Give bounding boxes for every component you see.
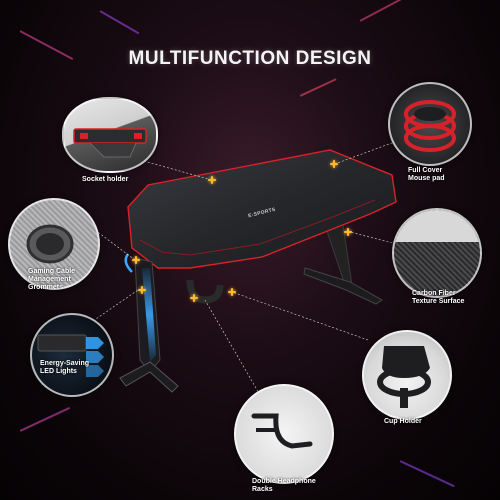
desk-leg-left bbox=[119, 253, 179, 393]
desk-top bbox=[127, 149, 397, 269]
socket-holder-badge bbox=[62, 97, 158, 173]
led-lights-label: Energy-Saving LED Lights bbox=[40, 360, 90, 375]
callout-lines bbox=[79, 139, 401, 396]
spark-marker bbox=[190, 294, 198, 302]
spark-marker bbox=[330, 160, 338, 168]
spark-marker bbox=[228, 288, 236, 296]
grommet-icon bbox=[26, 224, 74, 264]
socket-holder-label: Socket holder bbox=[82, 176, 129, 183]
mouse-pad-badge bbox=[388, 82, 472, 166]
carbon-fiber-label: Carbon Fiber Texture Surface bbox=[412, 290, 465, 305]
headphone-rack-badge bbox=[234, 384, 334, 484]
spark-marker bbox=[132, 256, 140, 264]
desk-leg-right bbox=[303, 224, 383, 305]
cable-grommet-label: Gaming Cable Management Grommets bbox=[28, 268, 76, 291]
headphone-rack-icon bbox=[251, 413, 313, 449]
cup-holder-icon bbox=[377, 346, 431, 408]
spark-marker bbox=[208, 176, 216, 184]
headphone-rack-label: Double Headphone Racks bbox=[252, 478, 316, 493]
socket-holder-icon bbox=[73, 128, 147, 158]
led-light-icon bbox=[37, 334, 104, 377]
mouse-pad-roll-icon bbox=[404, 100, 456, 152]
carbon-fiber-badge bbox=[392, 208, 482, 298]
led-lights-badge bbox=[30, 313, 114, 397]
mouse-pad-label: Full Cover Mouse pad bbox=[408, 167, 445, 182]
page-title: MULTIFUNCTION DESIGN bbox=[128, 48, 372, 69]
cup-holder-badge bbox=[362, 330, 452, 420]
carbon-fiber-swatch bbox=[394, 210, 480, 242]
spark-marker bbox=[344, 228, 352, 236]
cable-grommet-badge bbox=[8, 198, 100, 290]
spark-marker bbox=[138, 286, 146, 294]
cup-holder-label: Cup Holder bbox=[384, 418, 422, 425]
